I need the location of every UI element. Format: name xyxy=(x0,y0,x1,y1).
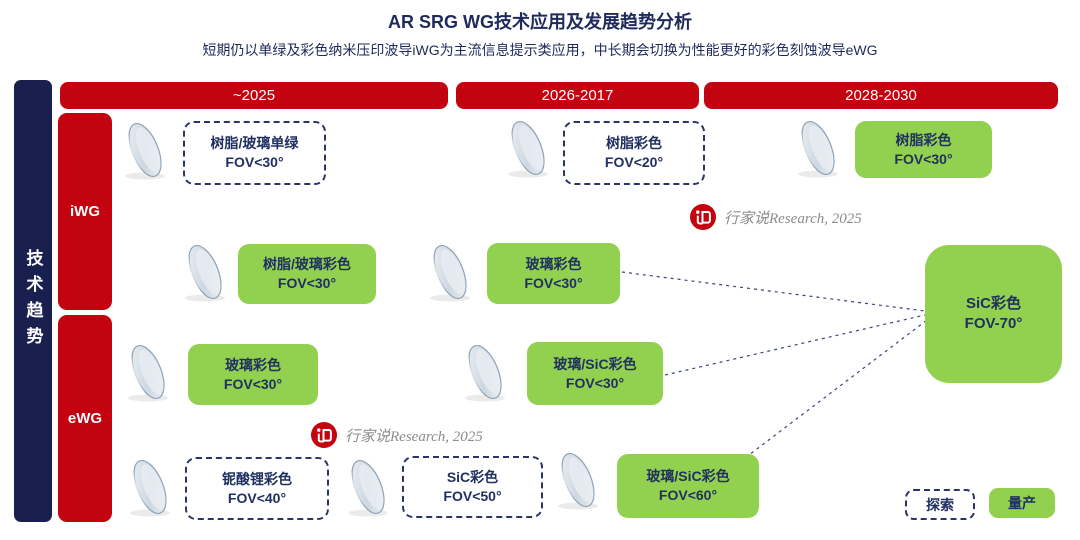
row-label-ewg: eWG xyxy=(58,315,112,522)
legend-explore-label: 探索 xyxy=(926,496,954,513)
node-material: 玻璃/SiC彩色 xyxy=(553,355,637,372)
node-material: 铌酸锂彩色 xyxy=(222,470,292,487)
column-header-2026-2017: 2026-2017 xyxy=(456,82,699,109)
node-glass-sic-fov60: 玻璃/SiC彩色 FOV<60° xyxy=(617,454,759,518)
hangjiashuo-logo-icon xyxy=(311,422,337,448)
node-material: 玻璃彩色 xyxy=(525,255,582,272)
node-lithium-niobate-color: 铌酸锂彩色 FOV<40° xyxy=(185,457,329,520)
waveguide-lens-icon xyxy=(180,240,229,304)
node-material: 树脂/玻璃单绿 xyxy=(210,135,299,152)
node-fov: FOV<50° xyxy=(443,488,502,504)
column-header-2025: ~2025 xyxy=(60,82,448,109)
node-material: 玻璃彩色 xyxy=(225,356,281,373)
axis-label: 技术趋势 xyxy=(23,249,43,353)
legend-explore: 探索 xyxy=(905,489,975,520)
hangjiashuo-logo-icon xyxy=(690,204,716,230)
waveguide-lens-icon xyxy=(460,340,509,404)
waveguide-lens-icon xyxy=(503,116,552,180)
axis-bar: 技术趋势 xyxy=(14,80,52,522)
node-fov: FOV<30° xyxy=(894,150,953,167)
column-header-label: ~2025 xyxy=(232,87,276,104)
node-fov: FOV<30° xyxy=(277,275,337,291)
node-material: 树脂/玻璃彩色 xyxy=(263,256,351,273)
column-header-2028-2030: 2028-2030 xyxy=(704,82,1058,109)
waveguide-lens-icon xyxy=(125,455,174,519)
column-header-label: 2028-2030 xyxy=(845,87,917,104)
waveguide-lens-icon xyxy=(793,116,842,180)
watermark-text: 行家说Research, 2025 xyxy=(724,210,862,227)
page-title: AR SRG WG技术应用及发展趋势分析 xyxy=(388,12,692,32)
node-material: 玻璃/SiC彩色 xyxy=(646,468,730,485)
legend-mass-production: 量产 xyxy=(989,488,1055,518)
node-fov: FOV<20° xyxy=(604,154,664,170)
watermark: 行家说Research, 2025 xyxy=(311,422,483,448)
row-label-text: iWG xyxy=(70,203,100,220)
node-resin-color-fov30: 树脂彩色 FOV<30° xyxy=(855,121,992,178)
watermark-text: 行家说Research, 2025 xyxy=(345,428,483,445)
waveguide-lens-icon xyxy=(553,448,602,512)
column-header-label: 2026-2017 xyxy=(541,87,614,104)
node-fov: FOV<30° xyxy=(225,154,284,170)
node-fov: FOV<40° xyxy=(227,489,287,506)
row-label-text: eWG xyxy=(67,410,103,427)
node-resin-glass-green: 树脂/玻璃单绿 FOV<30° xyxy=(183,121,326,185)
waveguide-lens-icon xyxy=(425,240,474,304)
node-fov: FOV<30° xyxy=(524,274,583,291)
node-glass-color-ewg: 玻璃彩色 FOV<30° xyxy=(188,344,318,405)
node-fov: FOV<30° xyxy=(565,374,625,391)
row-label-iwg: iWG xyxy=(58,113,112,310)
waveguide-lens-icon xyxy=(123,340,172,404)
page-subtitle: 短期仍以单绿及彩色纳米压印波导iWG为主流信息提示类应用，中长期会切换为性能更好… xyxy=(202,42,878,58)
node-resin-color-fov20: 树脂彩色 FOV<20° xyxy=(563,121,705,185)
node-material: 树脂彩色 xyxy=(895,131,952,148)
node-material: 树脂彩色 xyxy=(606,135,662,152)
node-resin-glass-color: 树脂/玻璃彩色 FOV<30° xyxy=(238,244,376,304)
watermark: 行家说Research, 2025 xyxy=(690,204,862,230)
node-material: SiC彩色 xyxy=(446,469,499,486)
node-sic-color-fov70: SiC彩色 FOV-70° xyxy=(925,245,1062,383)
node-glass-color-iwg: 玻璃彩色 FOV<30° xyxy=(487,243,620,304)
legend-mass-label: 量产 xyxy=(1008,495,1036,511)
node-fov: FOV<60° xyxy=(658,487,718,503)
waveguide-lens-icon xyxy=(120,118,169,182)
node-material: SiC彩色 xyxy=(965,294,1021,312)
node-glass-sic-fov30: 玻璃/SiC彩色 FOV<30° xyxy=(527,342,663,405)
node-sic-color-fov50: SiC彩色 FOV<50° xyxy=(402,456,543,518)
node-fov: FOV-70° xyxy=(964,315,1023,332)
waveguide-lens-icon xyxy=(343,455,392,519)
node-fov: FOV<30° xyxy=(223,375,283,392)
